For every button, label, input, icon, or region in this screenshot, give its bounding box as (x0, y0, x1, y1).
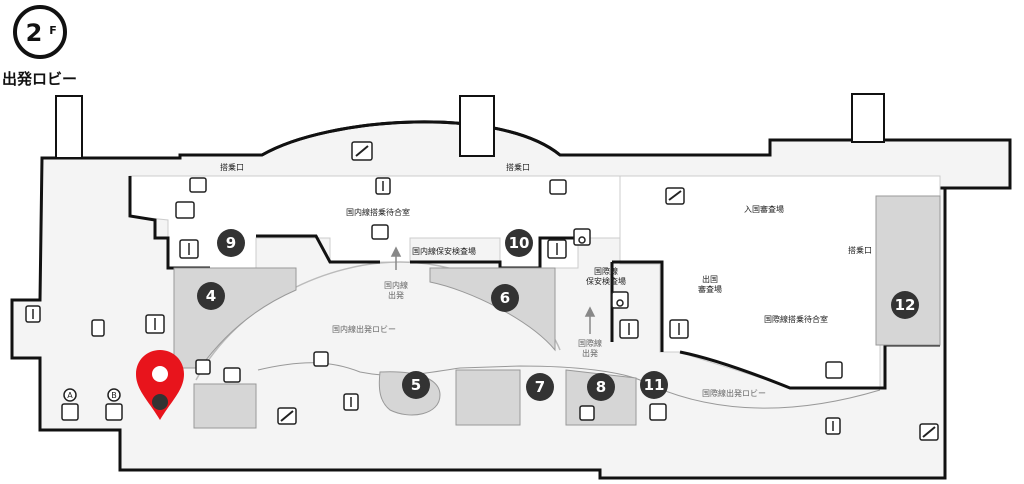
svg-text:11: 11 (644, 376, 665, 394)
label-intl-departure-l1: 国際線 (578, 338, 602, 348)
svg-text:A: A (67, 391, 73, 400)
label-boarding-gate-left: 搭乗口 (220, 162, 244, 172)
label-domestic-waiting: 国内線搭乗待合室 (346, 207, 410, 217)
shop-badge-12[interactable]: 12 (891, 291, 919, 319)
escalator-icon[interactable] (277, 407, 297, 425)
label-intl-departure: 国際線出発 (578, 338, 602, 358)
kids-icon[interactable] (579, 405, 595, 421)
elevator-icon[interactable] (825, 417, 841, 435)
svg-text:6: 6 (500, 289, 510, 307)
svg-text:9: 9 (226, 234, 236, 252)
shop-badge-9[interactable]: 9 (217, 229, 245, 257)
shop-badge-11[interactable]: 11 (640, 371, 668, 399)
label-intl-waiting: 国際線搭乗待合室 (764, 314, 828, 324)
elevator-icon[interactable] (375, 177, 391, 195)
svg-text:4: 4 (206, 287, 216, 305)
floor-number: 2 (26, 19, 43, 47)
facility-icons: A B (25, 141, 939, 441)
direction-arrows (390, 246, 596, 334)
label-boarding-gate-mid: 搭乗口 (506, 162, 530, 172)
label-domestic-departure-l1: 国内線 (384, 280, 408, 290)
restroom-icon[interactable] (547, 239, 567, 259)
svg-text:12: 12 (895, 296, 916, 314)
shop-badge-6[interactable]: 6 (491, 284, 519, 312)
escalator-icon[interactable] (919, 423, 939, 441)
shop-badge-7[interactable]: 7 (526, 373, 554, 401)
restroom-icon[interactable] (619, 319, 639, 339)
label-domestic-departure: 国内線出発 (384, 280, 408, 300)
label-intl-lobby: 国際線出発ロビー (702, 388, 766, 398)
label-immigration-in: 入国審査場 (744, 204, 784, 214)
marker-a[interactable]: A (61, 388, 79, 421)
label-boarding-gate-right: 搭乗口 (848, 245, 872, 255)
escalator-icon[interactable] (351, 141, 373, 161)
label-intl-departure-l2: 出発 (582, 348, 598, 358)
baggage-icon[interactable] (189, 177, 207, 193)
shop-badge-4[interactable]: 4 (197, 282, 225, 310)
elevator-icon[interactable] (343, 393, 359, 411)
baggage-icon[interactable] (223, 367, 241, 383)
baggage-icon[interactable] (371, 224, 389, 240)
floor-suffix: F (49, 24, 57, 37)
baggage-icon[interactable] (549, 179, 567, 195)
location-pin-icon[interactable] (136, 350, 184, 420)
floor-title: 出発ロビー (2, 70, 77, 88)
wheelchair-icon[interactable] (573, 228, 591, 246)
wheelchair-icon[interactable] (611, 291, 629, 309)
restroom-icon[interactable] (669, 319, 689, 339)
restroom-icon[interactable] (145, 314, 165, 334)
svg-text:10: 10 (509, 234, 530, 252)
area-labels: 搭乗口 搭乗口 搭乗口 国内線搭乗待合室 国内線保安検査場 国内線出発 国内線出… (220, 162, 872, 398)
smoking-icon[interactable] (825, 361, 843, 379)
restroom-icon[interactable] (179, 239, 199, 259)
svg-text:8: 8 (596, 378, 606, 396)
label-domestic-lobby: 国内線出発ロビー (332, 324, 396, 334)
marker-b[interactable]: B (105, 388, 123, 421)
svg-text:7: 7 (535, 378, 545, 396)
shop-badges: 4 5 6 7 8 9 10 11 12 (197, 229, 919, 401)
label-immigration-out: 出国審査場 (698, 274, 722, 294)
label-immigration-out-l2: 審査場 (698, 284, 722, 294)
label-intl-security-l2: 保安検査場 (586, 276, 626, 286)
security-walls (128, 176, 940, 390)
storage-icon[interactable] (91, 319, 105, 337)
escalator-icon[interactable] (665, 187, 685, 205)
shop-badge-5[interactable]: 5 (402, 371, 430, 399)
label-domestic-departure-l2: 出発 (388, 290, 404, 300)
floor-badge: 2 F (13, 5, 67, 59)
shop-badge-8[interactable]: 8 (587, 373, 615, 401)
svg-text:B: B (111, 391, 117, 400)
elevator-icon[interactable] (25, 305, 41, 323)
aed-icon[interactable] (313, 351, 329, 367)
smoking-icon[interactable] (175, 201, 195, 219)
label-immigration-out-l1: 出国 (702, 274, 718, 284)
label-intl-security-l1: 国際線 (594, 266, 618, 276)
label-intl-security: 国際線保安検査場 (586, 266, 626, 286)
smoking-icon[interactable] (649, 403, 667, 421)
svg-text:5: 5 (411, 376, 421, 394)
shop-badge-10[interactable]: 10 (505, 229, 533, 257)
label-domestic-security: 国内線保安検査場 (412, 246, 476, 256)
phone-icon[interactable] (195, 359, 211, 375)
